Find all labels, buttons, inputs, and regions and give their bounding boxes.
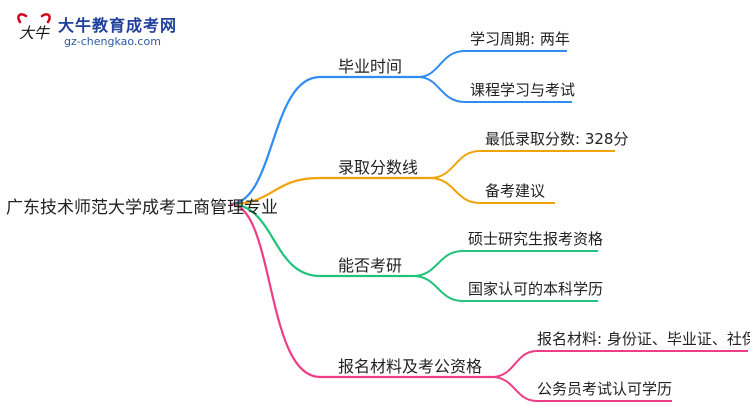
branch-graduation-time: 毕业时间 xyxy=(338,57,403,76)
connector-branch-1-leaf-1 xyxy=(429,177,555,204)
connector-root-branch-3 xyxy=(229,202,492,379)
leaf-courses-exams: 课程学习与考试 xyxy=(470,81,576,99)
connector-branch-3-leaf-0 xyxy=(491,350,748,378)
leaf-exam-advice: 备考建议 xyxy=(485,182,546,200)
site-logo: 大牛 大牛教育成考网 gz-chengkao.com xyxy=(14,8,194,52)
leaf-recognized-degree: 国家认可的本科学历 xyxy=(468,280,604,298)
logo-name: 大牛教育成考网 xyxy=(58,16,178,35)
branch-admission-score: 录取分数线 xyxy=(338,158,419,177)
connector-branch-3-leaf-1 xyxy=(491,376,672,402)
logo-mark-text: 大牛 xyxy=(19,24,50,42)
leaf-civil-service-recognition: 公务员考试认可学历 xyxy=(537,380,673,398)
branch-postgraduate: 能否考研 xyxy=(338,256,403,275)
connector-branch-0-leaf-1 xyxy=(417,76,572,103)
connector-root-branch-0 xyxy=(229,75,418,206)
root-node: 广东技术师范大学成考工商管理专业 xyxy=(6,198,278,218)
leaf-application-materials: 报名材料: 身份证、毕业证、社保卡 xyxy=(537,330,750,348)
connector-branch-2-leaf-0 xyxy=(412,250,598,277)
connector-branch-0-leaf-0 xyxy=(417,50,567,78)
branch-materials-civil-service: 报名材料及考公资格 xyxy=(338,357,483,376)
connector-branch-2-leaf-1 xyxy=(412,275,598,302)
leaf-min-score: 最低录取分数: 328分 xyxy=(485,130,629,148)
leaf-study-period: 学习周期: 两年 xyxy=(470,30,570,48)
logo-url: gz-chengkao.com xyxy=(64,35,161,48)
leaf-master-eligibility: 硕士研究生报考资格 xyxy=(468,230,604,248)
connector-root-branch-2 xyxy=(229,202,413,278)
connector-root-branch-1 xyxy=(229,176,430,206)
ox-logo-icon: 大牛 xyxy=(17,13,51,42)
connector-branch-1-leaf-0 xyxy=(429,150,615,179)
